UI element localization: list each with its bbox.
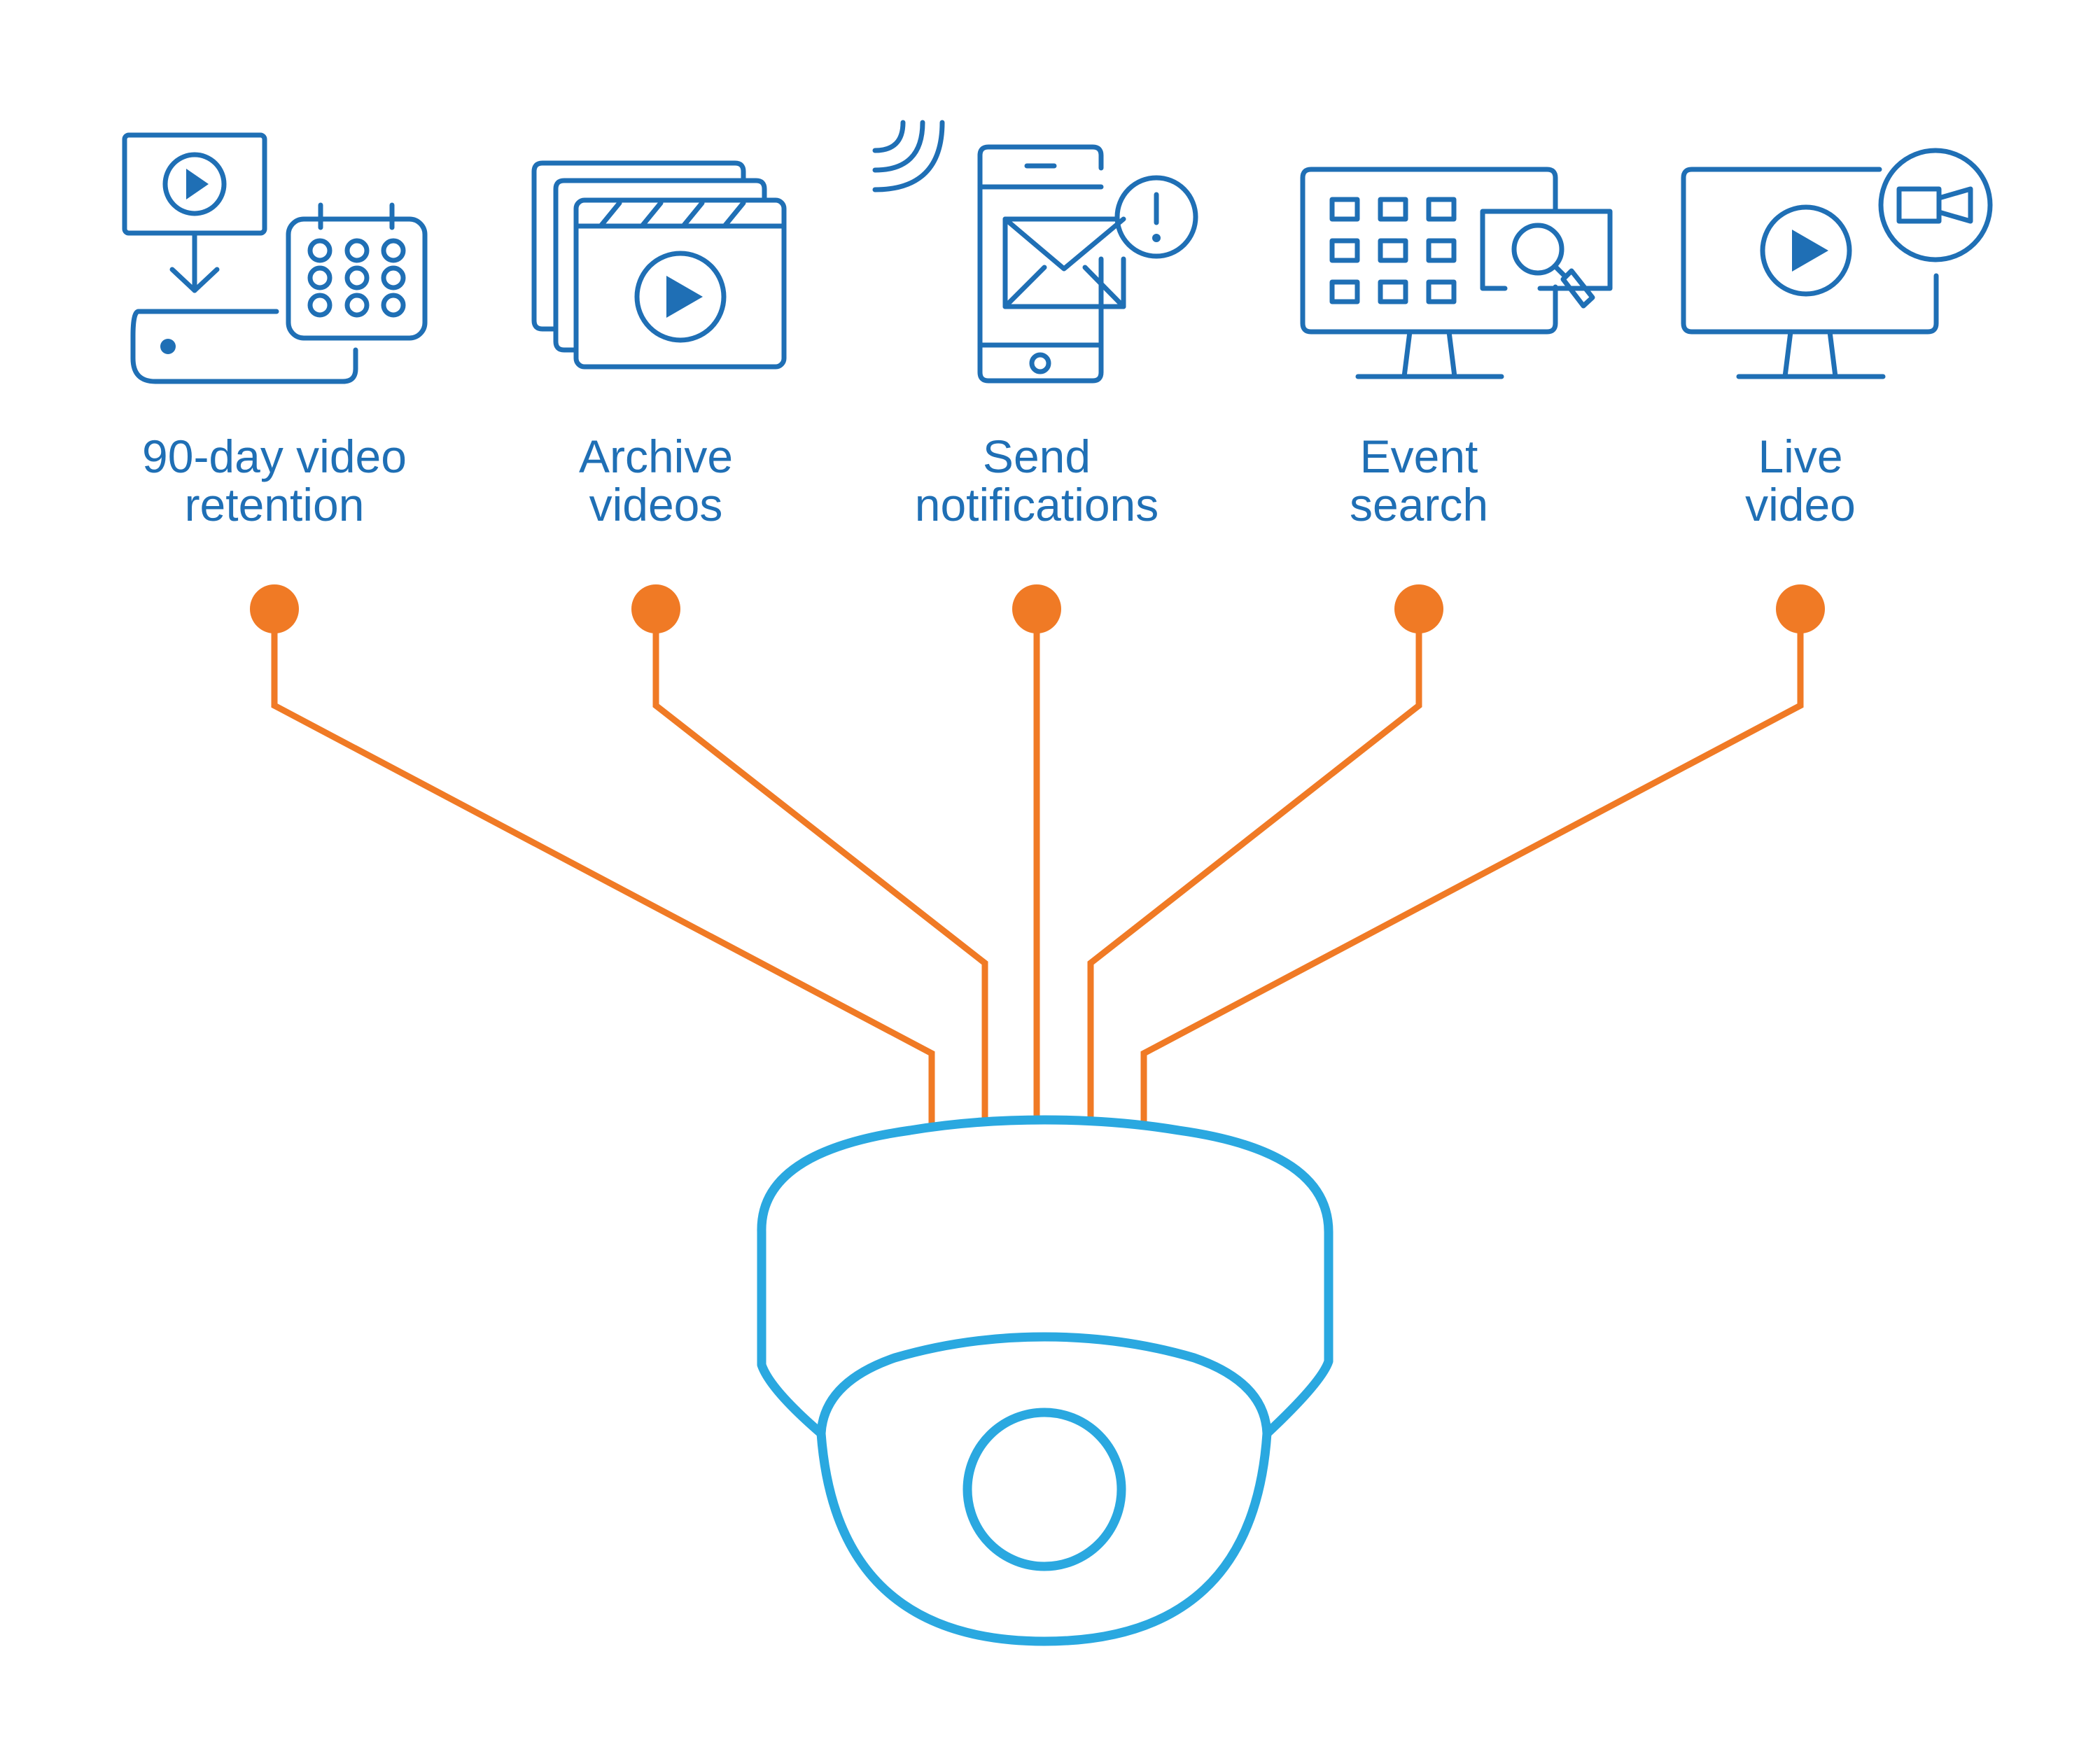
event-search-icon xyxy=(1300,167,1613,379)
connector-dot-2 xyxy=(631,584,680,633)
label-event-search-line-2: search xyxy=(1349,479,1489,531)
label-retention-line-1: 90-day video xyxy=(142,430,407,482)
connector-dot-1 xyxy=(250,584,299,633)
label-event-search-line-1: Event xyxy=(1359,430,1478,482)
connector-dot-5 xyxy=(1776,584,1825,633)
live-video-icon xyxy=(1681,148,1993,379)
connector-line-1 xyxy=(271,612,935,1123)
notifications-icon xyxy=(872,120,1198,384)
label-live-video: Live video xyxy=(1604,433,1996,529)
label-archive: Archive videos xyxy=(460,433,852,529)
label-live-video-line-1: Live xyxy=(1758,430,1843,482)
label-retention-line-2: retention xyxy=(184,479,365,531)
connector-line-2 xyxy=(652,612,988,1123)
video-retention-icon xyxy=(122,132,428,384)
dome-camera-icon xyxy=(757,1115,1334,1646)
label-notifications-line-1: Send xyxy=(982,430,1091,482)
label-notifications: Send notifications xyxy=(841,433,1233,529)
connector-dot-3 xyxy=(1012,584,1061,633)
connector-dot-4 xyxy=(1394,584,1443,633)
archive-videos-icon xyxy=(531,160,787,370)
label-retention: 90-day video retention xyxy=(78,433,470,529)
label-archive-line-2: videos xyxy=(589,479,723,531)
connector-line-5 xyxy=(1140,612,1804,1123)
label-live-video-line-2: video xyxy=(1745,479,1856,531)
label-archive-line-1: Archive xyxy=(578,430,734,482)
connector-line-4 xyxy=(1087,612,1422,1123)
label-event-search: Event search xyxy=(1223,433,1615,529)
label-notifications-line-2: notifications xyxy=(914,479,1159,531)
